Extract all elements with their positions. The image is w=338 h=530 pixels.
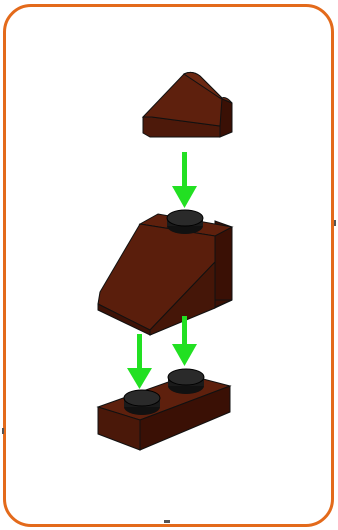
arrow-down-icon [127, 334, 152, 389]
edge-mark [164, 520, 170, 523]
arrow-down-icon [172, 316, 197, 366]
slope-brick-large [97, 209, 234, 336]
plate-brick [96, 368, 232, 451]
arrow-down-icon [172, 152, 197, 208]
edge-mark [334, 220, 336, 226]
edge-mark [2, 428, 4, 434]
slope-brick-small [141, 71, 233, 138]
